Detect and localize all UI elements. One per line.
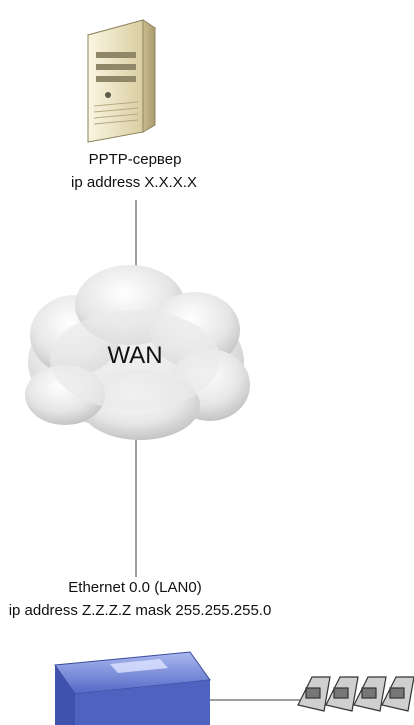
cloud-icon xyxy=(25,265,250,440)
phones-icon xyxy=(297,676,414,712)
server-tower-icon xyxy=(86,19,157,143)
router-ip-label: ip address Z.Z.Z.Z mask 255.255.255.0 xyxy=(8,602,272,619)
server-label-title: PPTP-сервер xyxy=(88,151,182,168)
router-icon xyxy=(54,651,211,725)
server-label-ip: ip address X.X.X.X xyxy=(71,174,197,191)
wan-label: WAN xyxy=(107,342,163,369)
router-interface-label: Ethernet 0.0 (LAN0) xyxy=(68,579,202,596)
